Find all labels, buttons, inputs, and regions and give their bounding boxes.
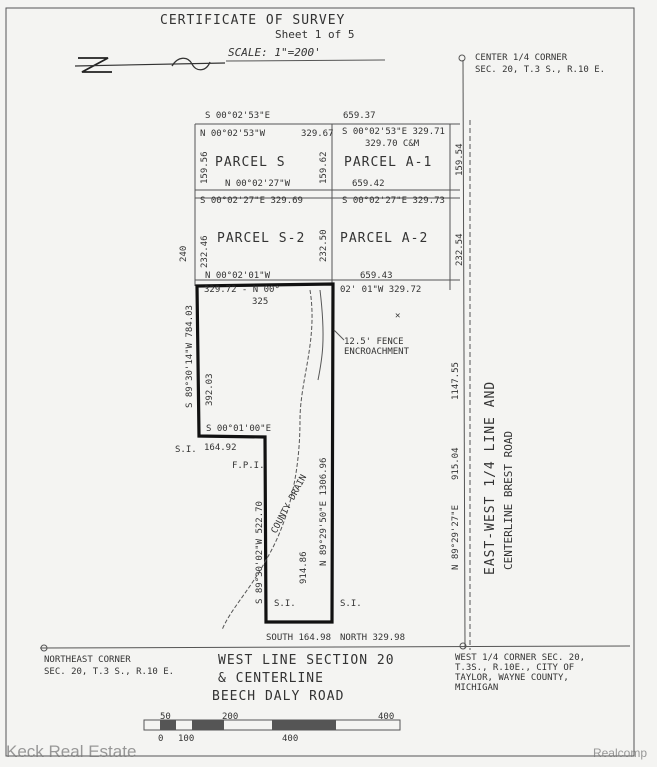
step-length: 164.92 xyxy=(204,443,237,453)
watermark-right: Realcomp xyxy=(592,746,647,760)
w-corner-3: TAYLOR, WAYNE COUNTY, xyxy=(455,673,569,683)
scale-bottom-3: 400 xyxy=(282,734,298,744)
left-small-a: 159.56 xyxy=(200,151,210,184)
left-side-bearing: S 89°30'14"W 784.03 xyxy=(185,305,195,408)
fence-note-1: 12.5' FENCE xyxy=(344,337,404,347)
page-border xyxy=(5,7,635,757)
parcel-a1: PARCEL A-1 xyxy=(344,155,432,170)
scale-underline xyxy=(225,59,386,62)
row1-bottom-bearing: N 00°02'27"W xyxy=(225,179,291,189)
right-small-b: 232.54 xyxy=(455,233,465,266)
mid-small-b: 232.50 xyxy=(319,229,329,262)
sheet-number: Sheet 1 of 5 xyxy=(275,28,354,41)
row2-bottom-bearing: N 00°02'01"W xyxy=(205,271,271,281)
watermark-left: Keck Real Estate xyxy=(6,742,137,761)
row2-bottom-length: 659.43 xyxy=(360,271,393,281)
bottom-south: SOUTH 164.98 xyxy=(266,633,331,643)
scale-top-2: 200 xyxy=(222,712,238,722)
fence-note-2: ENCROACHMENT xyxy=(344,347,410,357)
east-road-1: EAST-WEST 1/4 LINE AND xyxy=(483,381,498,575)
west-section-line xyxy=(39,645,631,649)
title: CERTIFICATE OF SURVEY xyxy=(160,13,345,28)
si-b: S.I. xyxy=(274,599,296,609)
row1-cm: 329.70 C&M xyxy=(365,139,420,149)
parcel-a2: PARCEL A-2 xyxy=(340,231,428,246)
left-small-b: 232.46 xyxy=(200,235,210,268)
row3-left-bearing: 329.72 - N 00° xyxy=(204,285,280,295)
w-corner-2: T.3S., R.10E., CITY OF xyxy=(455,663,574,673)
drain-line-2 xyxy=(317,289,324,381)
center-corner-marker-icon xyxy=(458,54,466,62)
step-bearing: S 00°01'00"E xyxy=(206,424,271,434)
row2-left-bearing: S 00°02'27"E 329.69 xyxy=(200,196,303,206)
right-length-b: 915.04 xyxy=(451,447,461,480)
ne-corner-2: SEC. 20, T.3 S., R.10 E. xyxy=(44,667,174,677)
top-length: 659.37 xyxy=(343,111,376,121)
scale-bottom-2: 100 xyxy=(178,734,194,744)
scale-top-1: 50 xyxy=(160,712,171,722)
south-road-3: BEECH DALY ROAD xyxy=(212,689,344,704)
row1-left-length: 329.67 xyxy=(301,129,334,139)
row1-bottom-length: 659.42 xyxy=(352,179,385,189)
east-road-2: CENTERLINE BREST ROAD xyxy=(502,431,515,570)
center-corner-label-2: SEC. 20, T.3 S., R.10 E. xyxy=(475,65,605,75)
center-line-sub: 914.86 xyxy=(299,551,309,584)
drain-small: F.P.I. xyxy=(232,461,265,471)
row1-left-bearing: N 00°02'53"W xyxy=(200,129,266,139)
row3-right-bearing: 02' 01"W 329.72 xyxy=(340,285,421,295)
left-inner-length: 392.03 xyxy=(205,373,215,406)
scale-bottom-1: 0 xyxy=(158,734,163,744)
fence-mark-icon: ✕ xyxy=(395,311,400,321)
ne-corner-1: NORTHEAST CORNER xyxy=(44,655,131,665)
county-drain-label: COUNTY DRAIN xyxy=(270,473,309,535)
center-line-bearing: N 89°29'50"E 1306.96 xyxy=(319,458,329,566)
fence-leader xyxy=(333,329,345,341)
north-arrow-icon xyxy=(74,57,226,73)
mid-small-a: 159.62 xyxy=(319,151,329,184)
top-bearing: S 00°02'53"E xyxy=(205,111,270,121)
south-road-1: WEST LINE SECTION 20 xyxy=(218,653,395,668)
bottom-north: NORTH 329.98 xyxy=(340,633,405,643)
w-corner-1: WEST 1/4 CORNER SEC. 20, xyxy=(455,653,585,663)
subject-parcel-outline xyxy=(195,282,335,624)
scale-label: SCALE: 1"=200' xyxy=(228,46,321,59)
top-band: 240 xyxy=(179,246,189,262)
w-corner-marker-icon xyxy=(459,642,467,650)
row3-sub: 325 xyxy=(252,297,268,307)
scale-bar xyxy=(143,719,401,731)
si-c: S.I. xyxy=(340,599,362,609)
right-bearing: N 89°29'27"E xyxy=(451,505,461,570)
parcel-grid xyxy=(194,123,460,290)
ne-corner-marker-icon xyxy=(40,644,48,652)
row1-right-bearing: S 00°02'53"E 329.71 xyxy=(342,127,445,137)
center-corner-label-1: CENTER 1/4 CORNER xyxy=(475,53,568,63)
parcel-s2: PARCEL S-2 xyxy=(217,231,305,246)
right-small-a: 159.54 xyxy=(455,143,465,176)
south-road-2: & CENTERLINE xyxy=(218,671,324,686)
county-drain-line xyxy=(221,289,313,631)
inner-long-bearing: S 89°30'02"W 522.70 xyxy=(255,501,265,604)
w-corner-4: MICHIGAN xyxy=(455,683,498,693)
row2-right-bearing: S 00°02'27"E 329.73 xyxy=(342,196,445,206)
si-a: S.I. xyxy=(175,445,197,455)
right-length-a: 1147.55 xyxy=(451,362,461,400)
east-section-line xyxy=(462,59,466,649)
parcel-s: PARCEL S xyxy=(215,155,286,170)
scale-top-3: 400 xyxy=(378,712,394,722)
